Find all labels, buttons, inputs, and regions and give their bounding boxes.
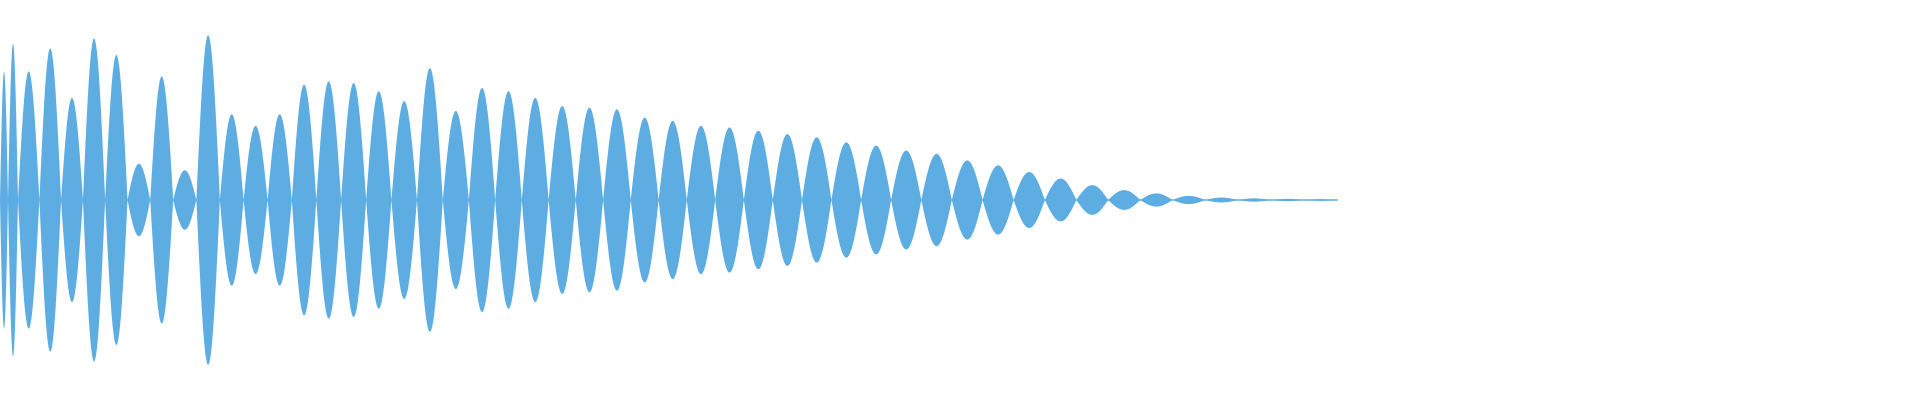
waveform-lobes: [0, 35, 1338, 365]
